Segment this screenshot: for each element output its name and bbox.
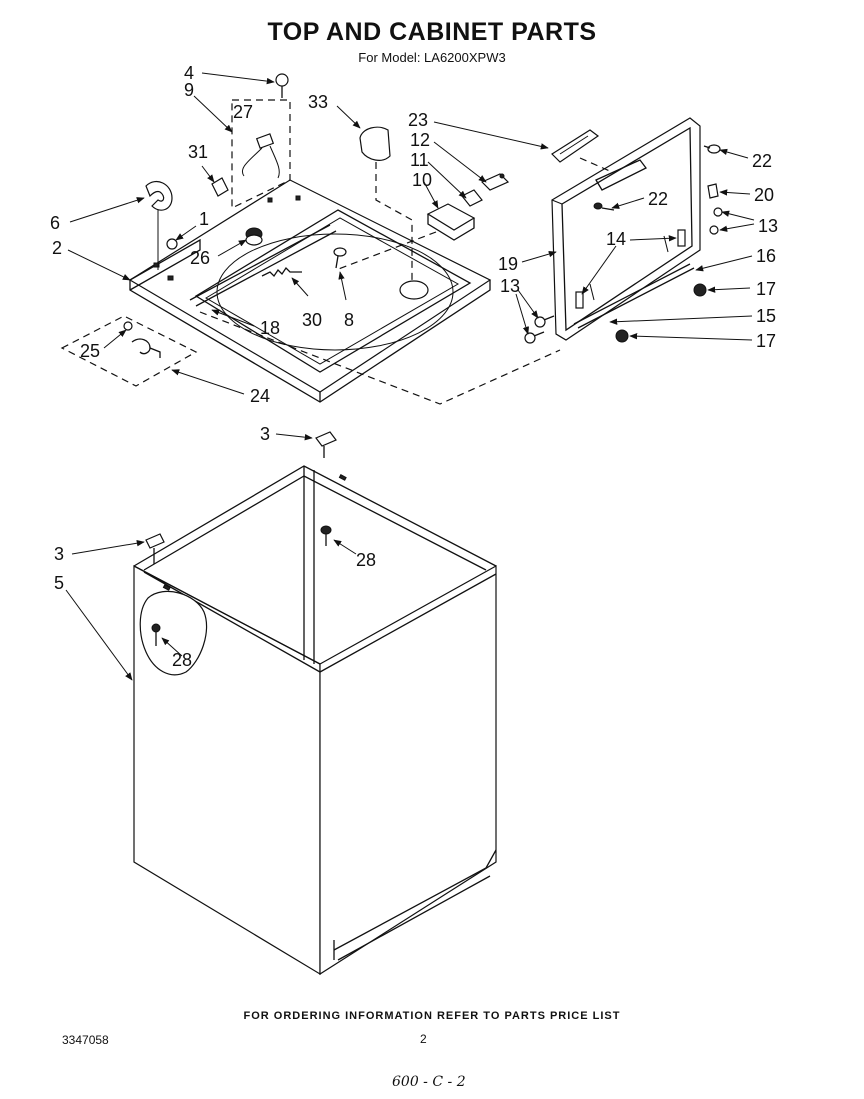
callout-10: 10: [412, 170, 432, 190]
leader-lines: [65, 72, 755, 681]
part-33-bumper: [359, 126, 391, 161]
callout-labels: 4 9 27 33 31 6 1 2 26 30 8 18 25 24 23 1…: [50, 63, 778, 670]
part-4-screw: [275, 73, 289, 98]
callout-11: 11: [410, 150, 429, 170]
part-1-nut: [166, 238, 178, 250]
page-number: 2: [420, 1032, 427, 1046]
callout-8: 8: [344, 310, 354, 330]
ordering-info-note: FOR ORDERING INFORMATION REFER TO PARTS …: [243, 1010, 621, 1022]
part-25-spring-hook: [123, 321, 161, 358]
callout-28-front: 28: [172, 650, 192, 670]
part-22-screw-top: [703, 144, 721, 154]
part-17-bumper-bottom: [615, 329, 629, 343]
part-20-clip: [707, 183, 719, 199]
model-subtitle: For Model: LA6200XPW3: [358, 50, 506, 65]
part-13-screws-left: [524, 315, 555, 344]
callout-19: 19: [498, 254, 518, 274]
callout-33: 33: [308, 92, 328, 112]
callout-6: 6: [50, 213, 60, 233]
callout-17-bottom: 17: [756, 331, 776, 351]
callout-25: 25: [80, 341, 100, 361]
part-17-bumper-top: [693, 283, 707, 297]
washer-cabinet: [133, 465, 497, 976]
part-11-actuator: [461, 189, 483, 207]
handwritten-note: 600 - C - 2: [392, 1074, 466, 1090]
part-26-knob: [245, 227, 263, 246]
callout-12: 12: [410, 130, 430, 150]
callout-3-front: 3: [54, 544, 64, 564]
callout-1: 1: [199, 209, 209, 229]
part-22-screw-inner: [593, 202, 615, 211]
callout-22-inner: 22: [648, 189, 668, 209]
part-12-terminal: [480, 173, 510, 191]
part-30-spring: [261, 266, 302, 278]
callout-2: 2: [52, 238, 62, 258]
callout-9: 9: [184, 80, 194, 100]
callout-23: 23: [408, 110, 428, 130]
part-3-clip-front: [145, 533, 165, 564]
washer-top-panel: [128, 179, 492, 403]
callout-3-rear: 3: [260, 424, 270, 444]
part-31-clip: [211, 177, 229, 197]
callout-24: 24: [250, 386, 270, 406]
part-23-handle-trim: [551, 129, 600, 163]
part-8-screw: [333, 247, 347, 269]
callout-16: 16: [756, 246, 776, 266]
callout-28-rear: 28: [356, 550, 376, 570]
callout-27: 27: [233, 102, 253, 122]
page-title: TOP AND CABINET PARTS: [267, 18, 597, 46]
part-3-clip-rear: [315, 431, 337, 458]
callout-14: 14: [606, 229, 626, 249]
callout-22-top: 22: [752, 151, 772, 171]
callout-15: 15: [756, 306, 776, 326]
callout-13-left: 13: [500, 276, 520, 296]
part-6-clamp: [145, 181, 173, 270]
callout-31: 31: [188, 142, 208, 162]
callout-20: 20: [754, 185, 774, 205]
callout-30: 30: [302, 310, 322, 330]
part-10-lid-switch: [426, 203, 476, 241]
part-27-wire-harness: [242, 133, 280, 179]
callout-18: 18: [260, 318, 280, 338]
callout-13-right: 13: [758, 216, 778, 236]
callout-5: 5: [54, 573, 64, 593]
callout-17-top: 17: [756, 279, 776, 299]
callout-26: 26: [190, 248, 210, 268]
callout-4: 4: [184, 63, 194, 83]
document-number: 3347058: [62, 1033, 109, 1047]
